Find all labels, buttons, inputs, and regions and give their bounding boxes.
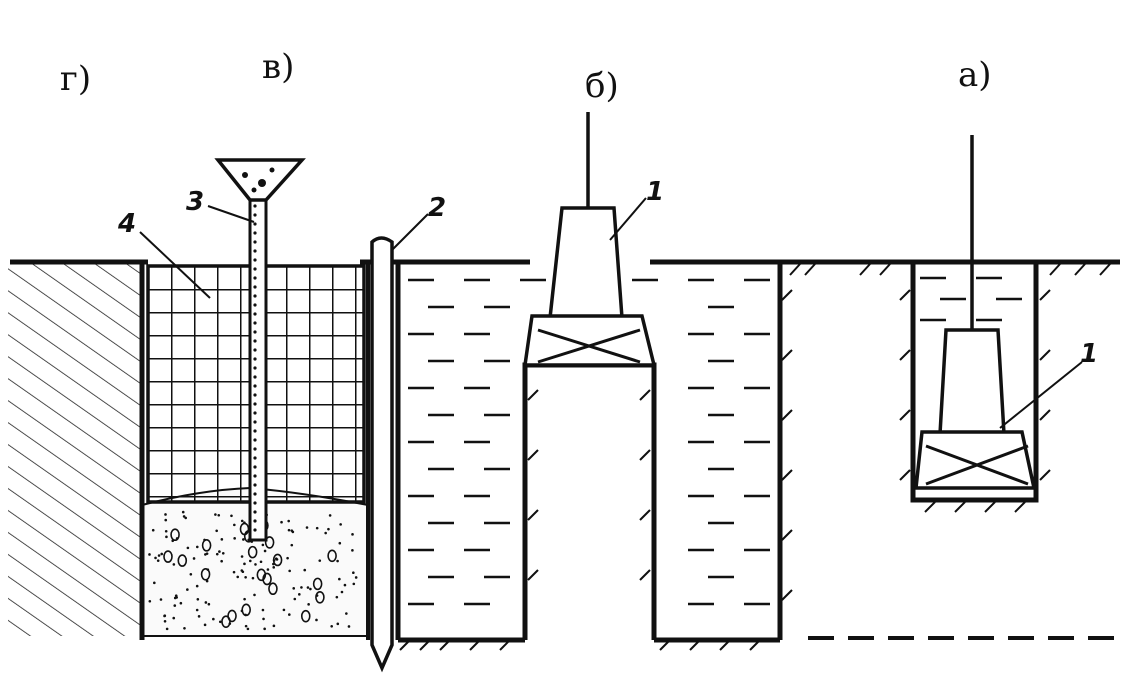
concrete-hopper bbox=[214, 158, 306, 202]
callout-leaders bbox=[139, 197, 1083, 429]
grab-bucket-b bbox=[522, 112, 657, 367]
end-stop-pipe bbox=[370, 236, 394, 673]
stage-label-g: г) bbox=[60, 59, 91, 99]
callout-2: 2 bbox=[428, 193, 446, 223]
stage-label-v: в) bbox=[262, 47, 294, 87]
ground-soil-left bbox=[8, 262, 140, 636]
tremie-pipe bbox=[248, 196, 268, 542]
stage-label-a: а) bbox=[958, 55, 992, 95]
slurry-dashes-b bbox=[408, 278, 770, 606]
trench-wall-hatching bbox=[399, 289, 793, 651]
callout-1-stage-a: 1 bbox=[1080, 339, 1098, 369]
slurry-dashes-a bbox=[920, 276, 1022, 322]
slurry-trench-b bbox=[395, 262, 793, 651]
surface-hatch-ticks bbox=[789, 263, 1111, 276]
slurry-trench-a bbox=[808, 262, 1122, 640]
callout-3: 3 bbox=[186, 187, 204, 217]
trench-a-hatching bbox=[899, 289, 1051, 513]
stage-label-b: б) bbox=[585, 66, 619, 106]
callout-1-stage-b: 1 bbox=[646, 177, 664, 207]
grab-bucket-a bbox=[914, 135, 1037, 490]
callout-4: 4 bbox=[117, 209, 136, 239]
